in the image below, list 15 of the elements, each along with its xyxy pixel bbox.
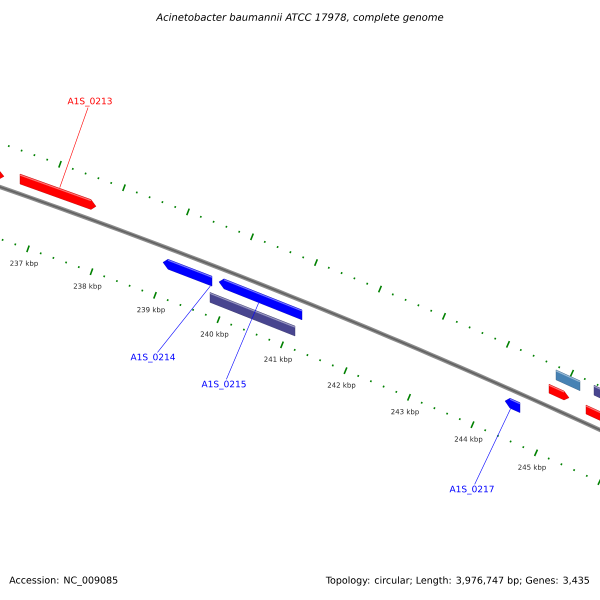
gene-label: A1S_0214: [130, 354, 175, 362]
gene-label: A1S_0215: [202, 380, 246, 390]
title: Acinetobacter baumannii ATCC 17978, complete genome: [156, 13, 444, 23]
leader-line: [59, 107, 88, 188]
leader-line: [226, 302, 259, 380]
leader-line: [157, 286, 211, 353]
gene-arrow: [218, 278, 302, 320]
gene-arrow: [20, 174, 96, 210]
footer-text: Topology: circular; Length: 3,976,747 bp; Genes: 3,435: [326, 576, 589, 586]
gene-label: A1S_0213: [68, 98, 112, 106]
gene-arrow: [162, 259, 212, 286]
gene-arrow: [504, 398, 520, 413]
gene-label: A1S_0217: [450, 486, 494, 494]
leader-line: [474, 408, 511, 485]
footer-text: Accession: NC_009085: [9, 576, 118, 586]
